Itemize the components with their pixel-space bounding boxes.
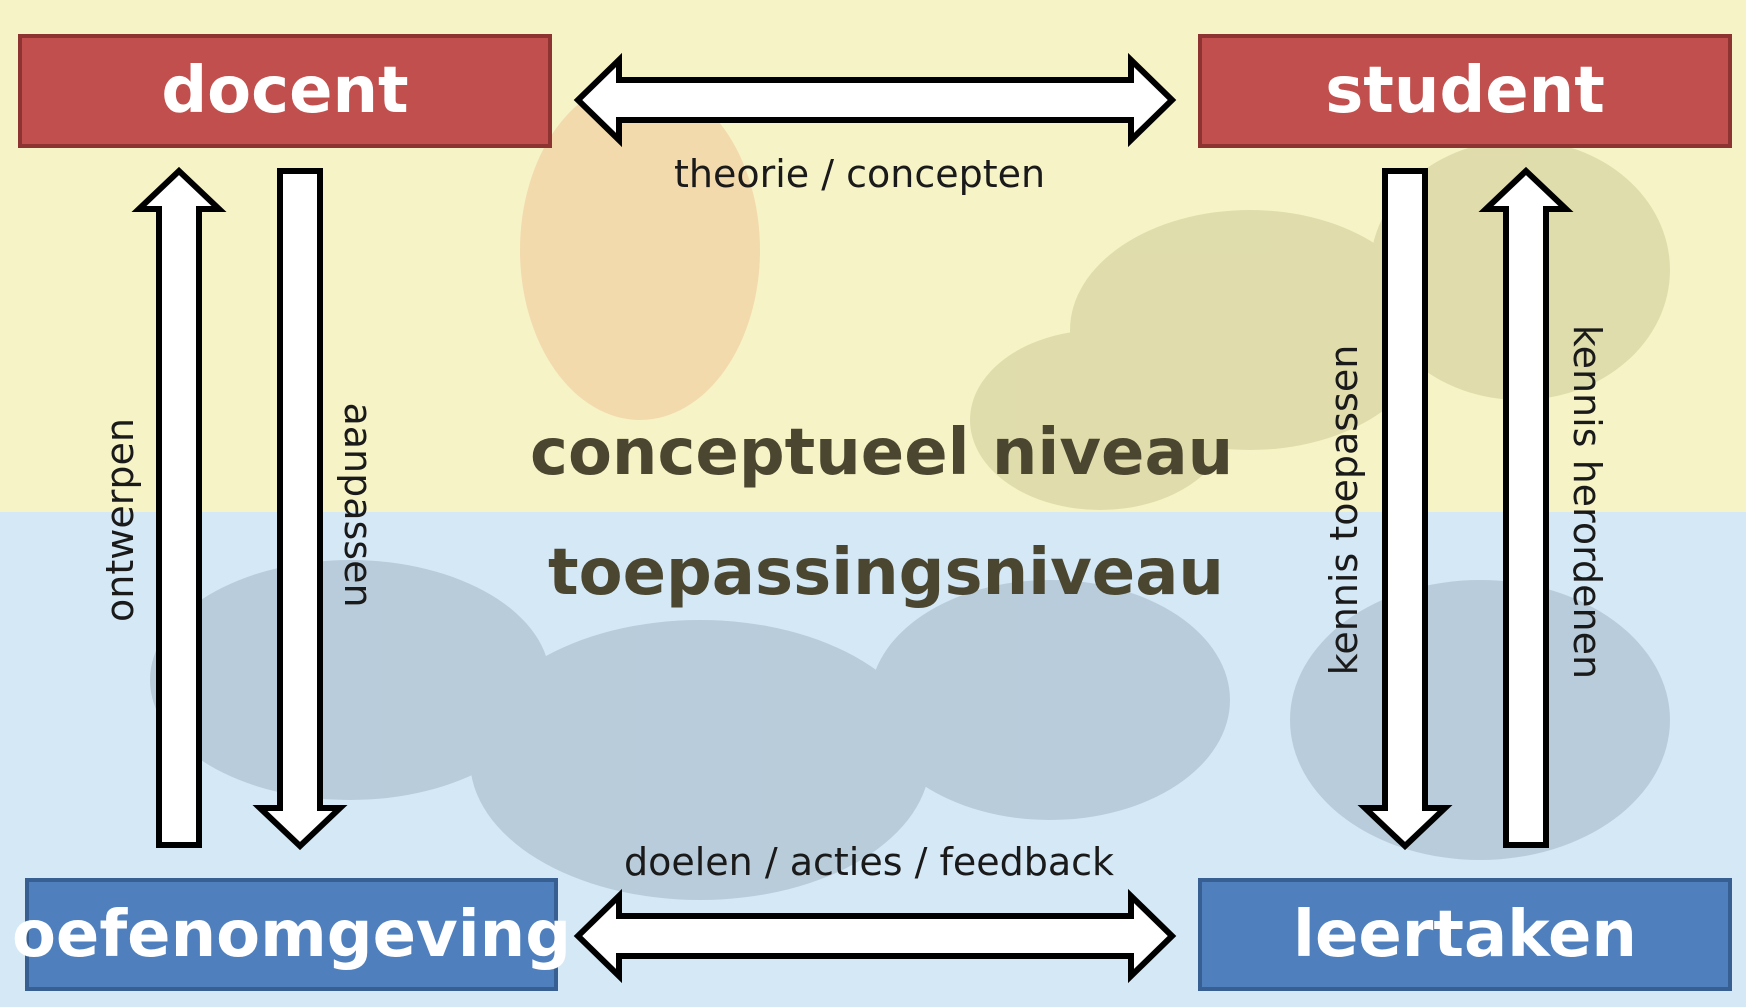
edge-label-right-down: kennis toepassen bbox=[1322, 344, 1366, 676]
background-blob bbox=[870, 580, 1230, 820]
edge-label-right-up: kennis herordenen bbox=[1565, 324, 1609, 680]
edge-label-bottom: doelen / acties / feedback bbox=[624, 840, 1115, 884]
background-blob bbox=[150, 560, 550, 800]
node-leertaken: leertaken bbox=[1198, 878, 1732, 991]
top-double-arrow bbox=[573, 52, 1177, 148]
node-oefenomgeving: oefenomgeving bbox=[12, 878, 571, 991]
level-label-conceptual: conceptueel niveau bbox=[530, 416, 1234, 490]
background-blob bbox=[1070, 210, 1430, 450]
right-up-arrow bbox=[1478, 166, 1574, 848]
right-down-arrow bbox=[1357, 168, 1453, 851]
node-docent: docent bbox=[18, 34, 552, 148]
node-student: student bbox=[1198, 34, 1732, 148]
left-down-arrow bbox=[252, 168, 348, 851]
edge-label-left-up: ontwerpen bbox=[98, 418, 142, 622]
background-blob bbox=[970, 330, 1230, 510]
background-blob bbox=[470, 620, 930, 900]
level-label-application: toepassingsniveau bbox=[548, 536, 1224, 610]
bottom-double-arrow bbox=[573, 888, 1177, 984]
left-up-arrow bbox=[131, 166, 227, 848]
edge-label-left-down: aanpassen bbox=[336, 402, 380, 608]
background-blob bbox=[520, 80, 760, 420]
edge-label-top: theorie / concepten bbox=[674, 152, 1046, 196]
